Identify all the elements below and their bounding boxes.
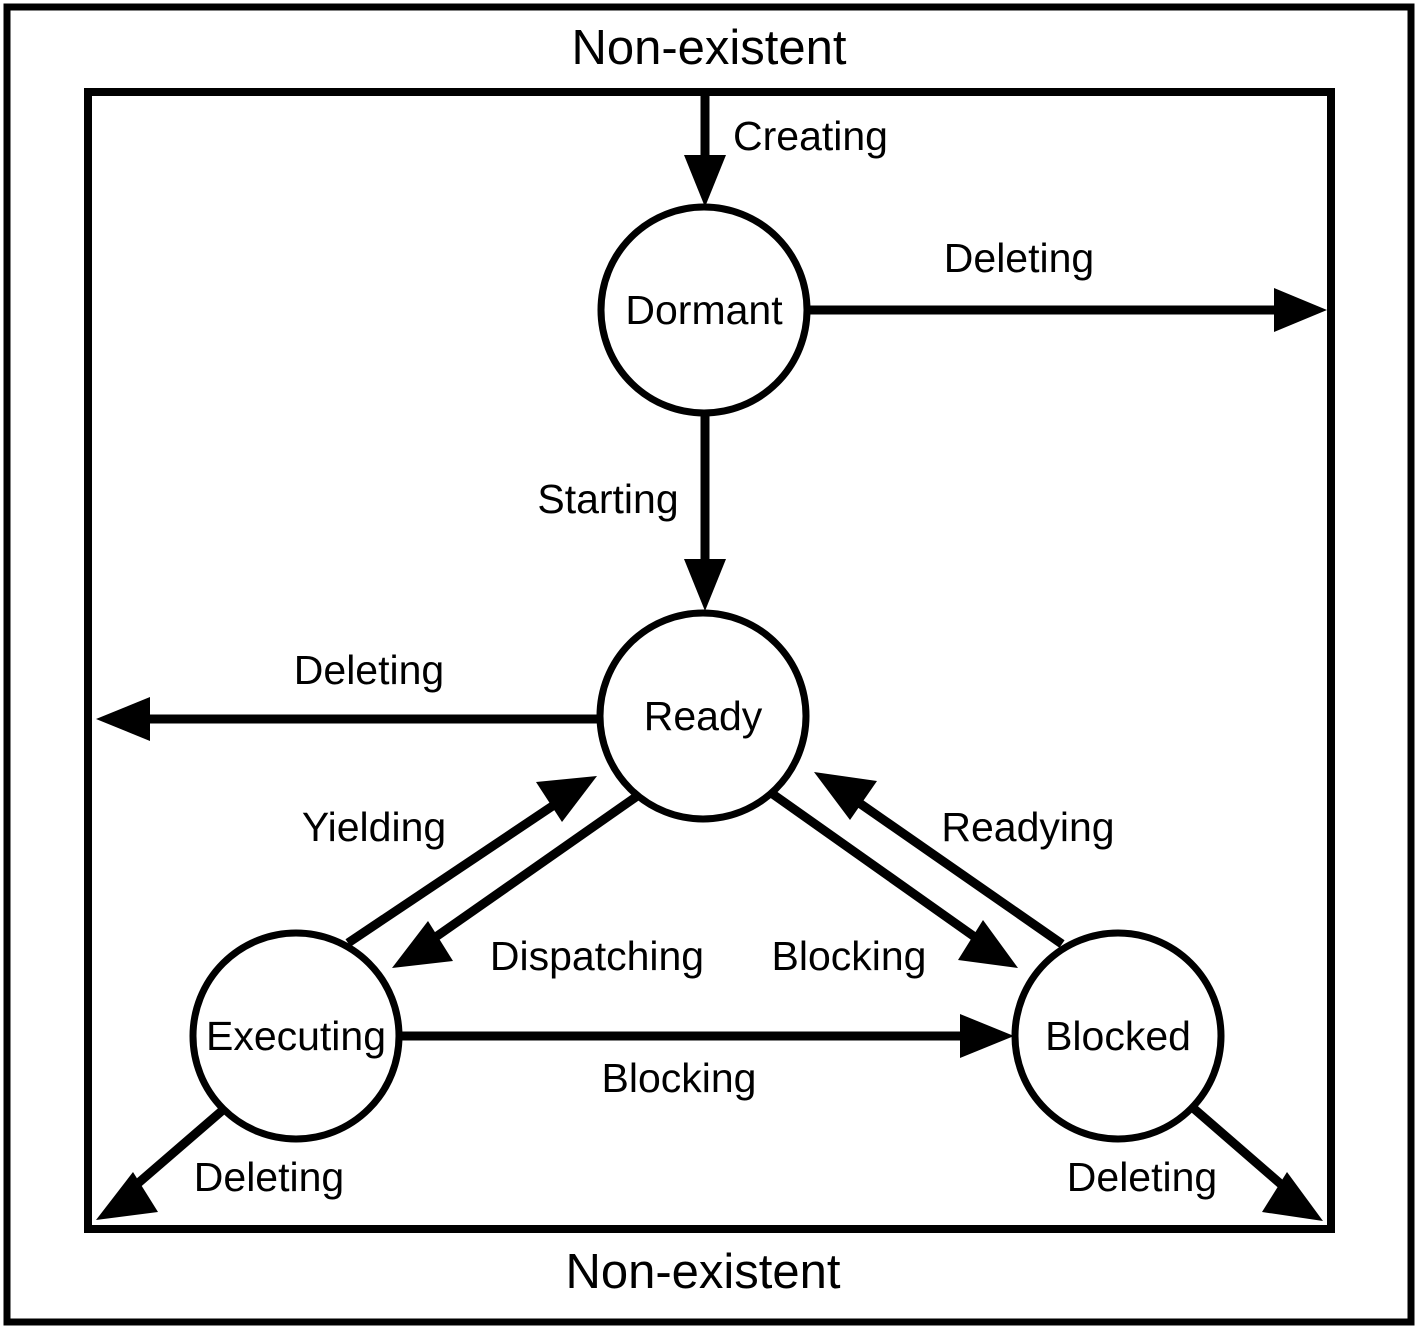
edge-blocking-ready [764,786,1018,968]
state-node-ready[interactable]: Ready [596,609,810,823]
edge-readying-arrowhead [814,772,877,820]
edge-label-deleting-executing: Deleting [194,1154,344,1200]
edge-label-deleting-blocked: Deleting [1067,1154,1217,1200]
edge-deleting-executing-line [133,1105,227,1189]
edge-yielding-line [345,799,560,947]
edge-dispatching-arrowhead [392,921,453,968]
edge-creating-arrowhead [684,155,726,207]
edge-deleting-blocked-arrowhead [1262,1172,1323,1221]
edge-label-starting: Starting [537,476,678,522]
edge-readying [814,772,1065,948]
region-label-bottom: Non-existent [565,1245,840,1299]
edge-label-creating: Creating [733,113,888,159]
edge-deleting-blocked-line [1189,1103,1286,1190]
state-label-blocked: Blocked [1045,1013,1191,1059]
edge-label-blocking-ready: Blocking [772,933,927,979]
inner-frame-existent [84,88,1335,1233]
edge-readying-line [852,796,1065,948]
edge-label-yielding: Yielding [302,804,446,850]
edge-deleting-executing [96,1105,227,1220]
edge-deleting-blocked [1189,1103,1323,1221]
edge-deleting-dormant [808,288,1327,332]
edge-deleting-dormant-arrowhead [1274,288,1327,332]
edge-dispatching [392,788,646,968]
edge-blocking-executing-arrowhead [960,1014,1014,1058]
edge-yielding-arrowhead [536,776,597,822]
edge-starting [684,414,726,611]
region-label-top: Non-existent [571,21,846,75]
edge-blocking-executing [401,1014,1014,1058]
edge-deleting-executing-arrowhead [96,1172,158,1220]
edge-dispatching-line [427,788,646,945]
state-circle-dormant[interactable] [597,203,811,417]
edge-label-readying: Readying [941,804,1114,850]
edge-blocking-ready-arrowhead [958,920,1018,968]
edge-starting-arrowhead [684,559,726,611]
state-circle-executing[interactable] [189,929,403,1143]
state-node-blocked[interactable]: Blocked [1011,929,1225,1143]
edge-blocking-ready-line [764,786,982,944]
state-label-ready: Ready [644,693,763,739]
edge-label-blocking-executing: Blocking [602,1055,757,1101]
state-label-dormant: Dormant [625,287,783,333]
outer-frame-non-existent [3,3,1415,1326]
edge-creating [684,96,726,207]
state-node-executing[interactable]: Executing [189,929,403,1143]
edge-deleting-ready [96,697,600,741]
edge-label-dispatching: Dispatching [490,933,704,979]
state-label-executing: Executing [206,1013,386,1059]
state-node-dormant[interactable]: Dormant [597,203,811,417]
edge-yielding [345,776,597,947]
state-circle-blocked[interactable] [1011,929,1225,1143]
edge-label-deleting-ready: Deleting [294,647,444,693]
edge-label-deleting-dormant: Deleting [944,235,1094,281]
edge-deleting-ready-arrowhead [96,697,150,741]
state-circle-ready[interactable] [596,609,810,823]
